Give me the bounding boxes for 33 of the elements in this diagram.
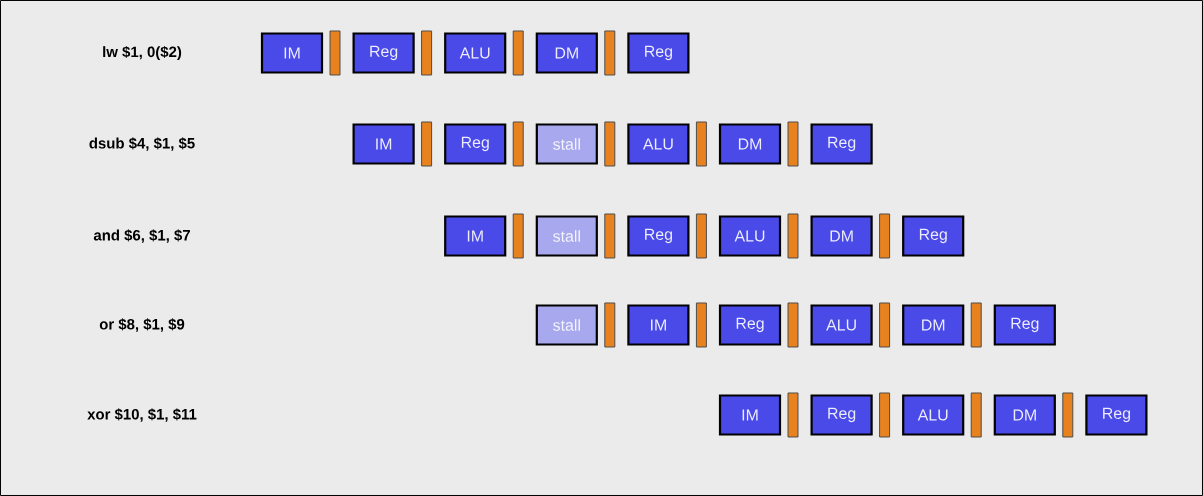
instruction-label: and $6, $1, $7 [93, 229, 190, 243]
stage-box: Reg [627, 32, 690, 74]
instruction-label: or $8, $1, $9 [99, 318, 185, 332]
stage-box: IM [718, 394, 782, 436]
stage-box: IM [627, 304, 690, 346]
stall-box: stall [535, 123, 598, 165]
stage-box: Reg [627, 215, 690, 257]
stage-box: IM [260, 32, 324, 74]
stage-box: Reg [993, 304, 1056, 346]
stage-box: DM [993, 394, 1056, 436]
instruction-label: xor $10, $1, $11 [87, 408, 197, 422]
stage-box: ALU [627, 123, 690, 165]
stage-box: DM [535, 32, 598, 74]
stage-box: Reg [1085, 394, 1148, 436]
stage-box: ALU [718, 215, 782, 257]
stall-box: stall [535, 215, 598, 257]
stage-box: Reg [902, 215, 965, 257]
instruction-label: dsub $4, $1, $5 [89, 137, 195, 151]
stall-box: stall [535, 304, 598, 346]
stage-box: ALU [902, 394, 965, 436]
stage-box: Reg [718, 304, 782, 346]
stage-box: DM [810, 215, 873, 257]
stage-box: IM [444, 215, 507, 257]
stage-box: Reg [810, 123, 873, 165]
stage-box: ALU [444, 32, 507, 74]
stage-box: DM [902, 304, 965, 346]
instruction-label: lw $1, 0($2) [103, 45, 182, 61]
stage-box: Reg [352, 32, 415, 74]
stage-box: ALU [810, 304, 873, 346]
stage-box: IM [352, 123, 415, 165]
stage-box: DM [718, 123, 782, 165]
stage-box: Reg [810, 394, 873, 436]
stage-box: Reg [444, 123, 507, 165]
